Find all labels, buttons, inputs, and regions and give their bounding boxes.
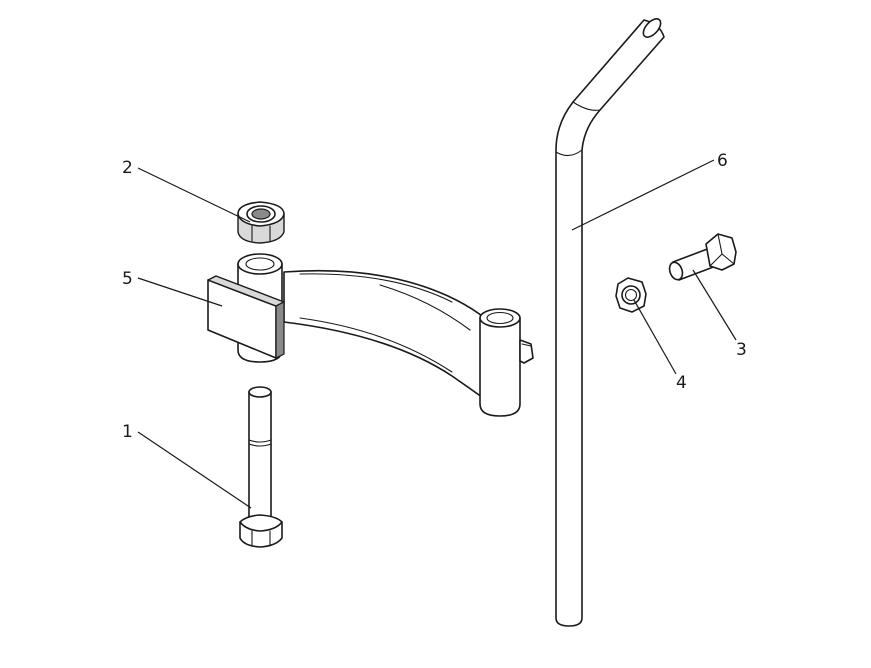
- part-6-bent-post: [555, 18, 665, 627]
- bracket-right-sleeve: [479, 308, 534, 417]
- part-3-short-bolt: [668, 233, 737, 281]
- leader-5: [137, 277, 223, 307]
- callout-labels: 1 2 3 4 5 6: [122, 151, 747, 442]
- leader-1: [137, 431, 252, 509]
- callout-4: 4: [676, 373, 687, 393]
- callout-6: 6: [717, 151, 728, 171]
- bracket-arm: [283, 269, 498, 409]
- callout-1: 1: [122, 422, 133, 442]
- callout-5: 5: [122, 269, 133, 289]
- leader-2: [137, 167, 251, 223]
- callout-3: 3: [736, 340, 747, 360]
- callout-2: 2: [122, 158, 133, 178]
- leader-4: [633, 299, 677, 375]
- part-4-hex-nut: [615, 277, 647, 313]
- part-5-pad: [207, 275, 285, 359]
- leader-6: [571, 159, 715, 231]
- leader-lines: [137, 159, 737, 509]
- part-2-lock-nut: [237, 201, 285, 244]
- part-1-hex-bolt: [239, 386, 283, 548]
- leader-3: [692, 269, 737, 341]
